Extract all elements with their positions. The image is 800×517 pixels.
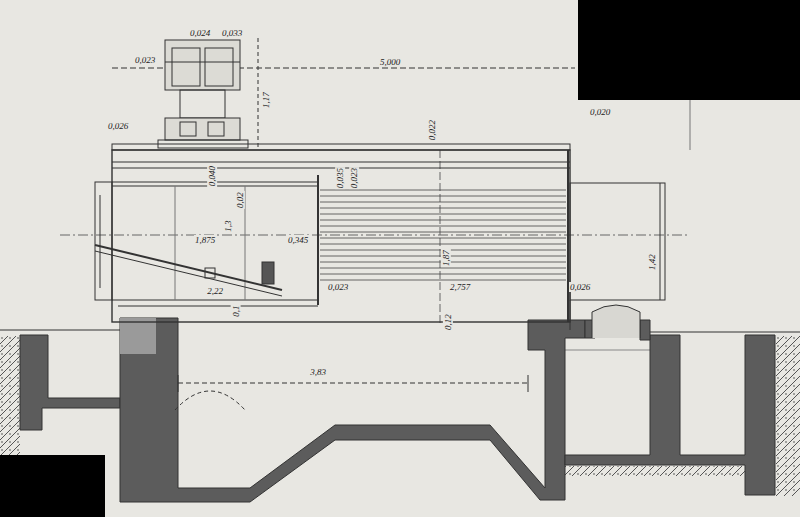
dimension-label: 0,023 [134,55,156,65]
dimension-label: 0,023 [349,167,359,189]
dimension-label: 0,020 [589,107,611,117]
dimension-label: 1,17 [261,91,271,109]
dimension-label: 0,02 [235,191,245,209]
dimension-label: 3,83 [309,367,327,377]
dimension-label: 0,022 [427,119,437,141]
dimension-label: 1,87 [441,249,451,267]
dimension-label: 0,040 [207,165,217,187]
dimension-label: 0,026 [569,282,591,292]
dimension-label: 0,023 [327,282,349,292]
dimension-label: 1,42 [647,253,657,271]
dimension-label: 0,12 [443,313,453,331]
dimension-label: 1,875 [194,235,216,245]
dimension-label: 0,026 [107,121,129,131]
dimension-label: 0,033 [221,28,243,38]
dimension-label: 0,024 [189,28,211,38]
dimension-label: 0,1 [231,304,241,317]
dimension-label: 0,345 [287,235,309,245]
dimension-label: 2,22 [206,286,224,296]
dimension-label: 1,3 [223,219,233,232]
dimension-label: 5,000 [379,57,401,67]
dimension-label: 2,757 [449,282,471,292]
dimension-label: 0,035 [335,167,345,189]
